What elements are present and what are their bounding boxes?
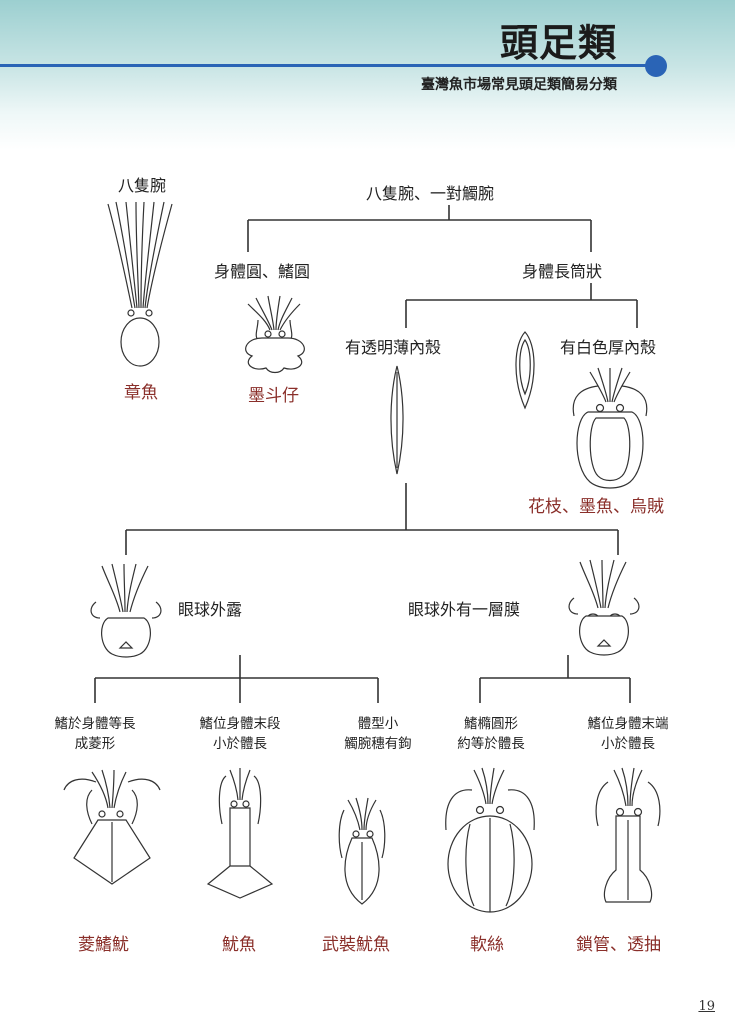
criteria-fin-rear-short: 鰭位身體末段 小於體長 [178, 714, 302, 754]
criteria-fin-tip-short: 鰭位身體末端 小於體長 [563, 714, 693, 754]
species-oval-squid: 軟絲 [470, 935, 504, 955]
eye-exposed-head-illustration [90, 563, 162, 658]
cuttlebone-illustration [515, 331, 535, 410]
eye-membrane-head-illustration [568, 559, 640, 656]
flying-squid-illustration [206, 768, 274, 899]
criteria-line: 觸腕穗有鉤 [344, 736, 412, 752]
connector-top [247, 205, 592, 252]
criteria-line: 約等於體長 [457, 736, 525, 752]
diamond-squid-illustration [63, 769, 161, 885]
page-number: 19 [698, 999, 715, 1014]
species-octopus: 章魚 [124, 383, 158, 403]
page-title: 頭足類 [499, 20, 617, 65]
criteria-line: 鰭位身體末端 [587, 716, 669, 732]
label-long-body: 身體長筒狀 [522, 262, 603, 281]
connector-membrane [479, 655, 631, 703]
criteria-line: 成菱形 [74, 736, 116, 752]
title-rule [0, 64, 652, 67]
species-armed-squid: 武裝魷魚 [322, 935, 390, 955]
criteria-line: 鰭位身體末段 [199, 716, 281, 732]
octopus-illustration [107, 201, 173, 367]
title-rule-dot [645, 55, 667, 77]
label-thick-shell: 有白色厚內殼 [560, 338, 657, 357]
connector-eye-split [125, 483, 619, 555]
species-flying-squid: 魷魚 [222, 935, 256, 955]
label-eye-membrane: 眼球外有一層膜 [408, 600, 521, 619]
criteria-line: 小於體長 [213, 736, 267, 752]
header-band [0, 0, 735, 150]
species-loligo: 鎖管、透抽 [576, 935, 661, 955]
gladius-illustration [390, 365, 404, 475]
species-cuttlefish: 花枝、墨魚、烏賊 [528, 497, 664, 517]
armed-squid-illustration [338, 797, 386, 905]
species-bobtail: 墨斗仔 [248, 386, 299, 406]
criteria-line: 小於體長 [601, 736, 655, 752]
page-subtitle: 臺灣魚市場常見頭足類簡易分類 [421, 77, 617, 93]
label-eye-exposed: 眼球外露 [178, 600, 243, 619]
oval-squid-illustration [445, 767, 535, 913]
criteria-fin-equal: 鰭於身體等長 成菱形 [30, 714, 160, 754]
criteria-line: 鰭橢圓形 [464, 716, 518, 732]
connector-long-body [405, 283, 638, 328]
cuttlefish-illustration [572, 367, 648, 489]
label-round-body: 身體圓、鰭圓 [214, 262, 311, 281]
connector-exposed [94, 655, 379, 703]
criteria-line: 鰭於身體等長 [54, 716, 136, 732]
loligo-illustration [595, 767, 661, 903]
label-eight-arms-two-tentacles: 八隻腕、一對觸腕 [366, 184, 495, 203]
label-eight-arms: 八隻腕 [118, 176, 167, 195]
species-diamond-squid: 菱鰭魷 [78, 935, 129, 955]
criteria-fin-oval: 鰭橢圓形 約等於體長 [436, 714, 546, 754]
bobtail-illustration [245, 295, 305, 374]
label-thin-shell: 有透明薄內殼 [345, 338, 442, 357]
criteria-line: 體型小 [357, 716, 399, 732]
criteria-small-hooks: 體型小 觸腕穗有鉤 [322, 714, 434, 754]
